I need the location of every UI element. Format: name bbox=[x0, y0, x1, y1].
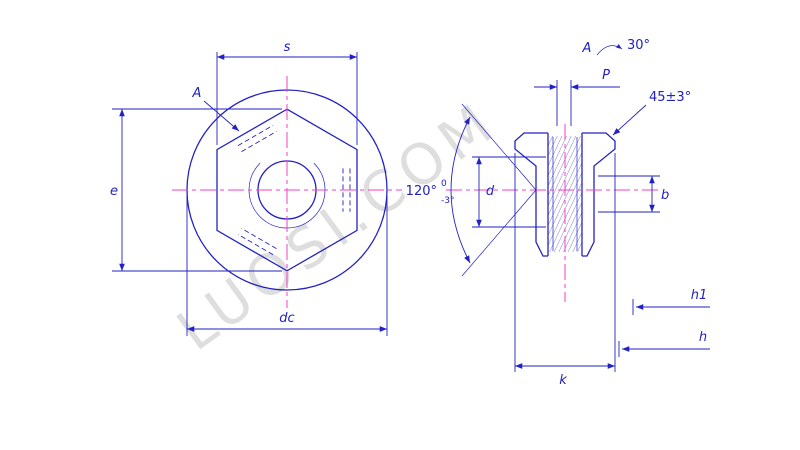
dimension-p: P bbox=[534, 68, 620, 126]
p-dimension-label: P bbox=[602, 68, 610, 83]
thread-major-arc bbox=[248, 151, 326, 229]
angle-arc bbox=[450, 116, 471, 264]
dimension-b: b bbox=[598, 175, 669, 213]
dimension-k: k bbox=[514, 153, 616, 388]
cone-tol-lower: -3° bbox=[441, 196, 454, 206]
dimension-s: s bbox=[216, 40, 358, 145]
a-section-label: A bbox=[582, 41, 592, 56]
angle-30-label: 30° bbox=[627, 38, 650, 53]
s-dimension-label: s bbox=[284, 40, 291, 55]
e-dimension-label: e bbox=[110, 184, 118, 199]
dimension-h: h bbox=[618, 330, 710, 357]
rotation-arc bbox=[596, 43, 623, 56]
dimension-cone-120: 120° 0 -3° bbox=[406, 103, 537, 277]
h-dimension-label: h bbox=[699, 330, 707, 345]
dc-dimension-label: dc bbox=[279, 311, 294, 326]
b-dimension-label: b bbox=[661, 188, 669, 203]
front-view: s A e dc bbox=[110, 40, 402, 336]
side-view: P A 30° 45±3° 120° 0 -3° bbox=[406, 38, 710, 388]
cone-extension-line bbox=[461, 189, 537, 277]
chamfer-mark-line bbox=[241, 228, 277, 249]
hexagon-outline bbox=[216, 108, 358, 272]
cone-angle-label: 120° bbox=[406, 184, 437, 199]
leader-line bbox=[203, 100, 240, 132]
leader-line bbox=[612, 104, 647, 136]
chamfer-mark-line bbox=[241, 131, 277, 152]
chamfer-mark-line bbox=[237, 234, 274, 255]
dimension-d: d bbox=[472, 156, 546, 228]
note-a-30: A 30° bbox=[582, 38, 651, 56]
chamfer-angle-label: 45±3° bbox=[649, 90, 691, 105]
dimension-e: e bbox=[110, 108, 282, 272]
h1-dimension-label: h1 bbox=[691, 288, 708, 303]
note-chamfer-45: 45±3° bbox=[612, 90, 691, 136]
cone-tol-upper: 0 bbox=[441, 179, 447, 189]
chamfer-mark-line bbox=[237, 125, 274, 146]
cone-extension-line bbox=[461, 103, 537, 191]
hexagon-chamfer-marks bbox=[237, 125, 351, 255]
a-detail-label: A bbox=[192, 86, 202, 101]
leader-A-front: A bbox=[192, 86, 240, 132]
dimension-h1: h1 bbox=[632, 288, 710, 315]
d-dimension-label: d bbox=[486, 184, 495, 199]
nut-section-outline bbox=[514, 132, 616, 257]
k-dimension-label: k bbox=[559, 373, 567, 388]
dimension-dc: dc bbox=[186, 196, 388, 336]
